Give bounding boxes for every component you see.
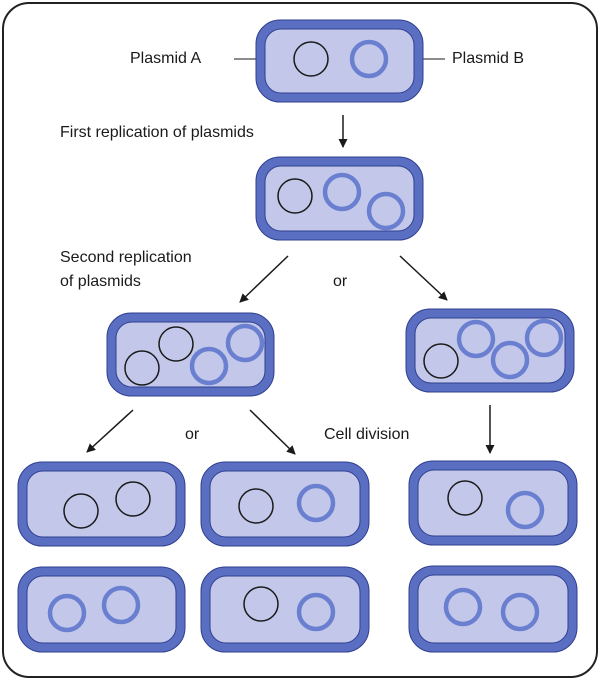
- cytoplasm: [264, 28, 415, 94]
- plasmid-b: [101, 585, 141, 625]
- plasmid-a: [447, 480, 483, 516]
- plasmid-b: [322, 172, 362, 212]
- plasmid-b: [296, 483, 336, 523]
- cytoplasm: [115, 321, 266, 388]
- plasmid-b: [490, 340, 530, 380]
- daughter-cell-3: [408, 460, 578, 546]
- plasmid-a: [243, 586, 279, 622]
- cell-division-label: Cell division: [324, 426, 409, 443]
- cytoplasm: [26, 575, 177, 644]
- plasmid-a: [115, 481, 151, 517]
- plasmid-b: [524, 318, 564, 358]
- plasmid-b: [505, 490, 545, 530]
- plasmid-a-label: Plasmid A: [130, 50, 201, 67]
- plasmid-b: [225, 323, 265, 363]
- plasmid-a: [423, 343, 459, 379]
- second-replication-label-line1: Second replication: [60, 249, 192, 266]
- plasmid-b: [47, 593, 87, 633]
- arrow-division-left-b: [249, 409, 296, 455]
- cytoplasm: [417, 574, 569, 644]
- cytoplasm: [209, 575, 361, 644]
- cell-second-replication-right: [405, 308, 575, 393]
- daughter-cell-4: [17, 566, 186, 653]
- cytoplasm: [417, 469, 569, 537]
- cytoplasm: [209, 470, 361, 538]
- plasmid-b-label: Plasmid B: [452, 50, 524, 67]
- plasmid-a: [277, 178, 313, 214]
- plasmid-b: [189, 346, 229, 386]
- plasmid-b: [500, 592, 540, 632]
- arrow-second-right: [399, 255, 448, 301]
- daughter-cell-6: [408, 565, 578, 653]
- or-label-top: or: [333, 273, 348, 290]
- or-label-bottom: or: [185, 426, 200, 443]
- plasmid-a: [238, 488, 274, 524]
- plasmid-b: [456, 319, 496, 359]
- cell-initial: [255, 19, 424, 103]
- cell-after-first-replication: [255, 156, 424, 241]
- daughter-cell-2: [200, 461, 370, 547]
- plasmid-a: [124, 350, 160, 386]
- plasmid-a: [158, 326, 194, 362]
- plasmid-b: [443, 587, 483, 627]
- cytoplasm: [264, 165, 415, 232]
- plasmid-b: [349, 39, 389, 79]
- plasmid-b: [366, 191, 406, 231]
- daughter-cell-1: [17, 461, 186, 547]
- cell-second-replication-left: [106, 312, 275, 397]
- first-replication-label: First replication of plasmids: [60, 124, 254, 141]
- plasmid-b: [296, 592, 336, 632]
- arrow-division-left-a: [86, 409, 134, 453]
- arrow-second-left: [239, 255, 289, 303]
- plasmid-a: [63, 493, 99, 529]
- plasmid-a: [293, 41, 329, 77]
- daughter-cell-5: [200, 566, 370, 653]
- second-replication-label-line2: of plasmids: [60, 273, 141, 290]
- cytoplasm: [26, 470, 177, 538]
